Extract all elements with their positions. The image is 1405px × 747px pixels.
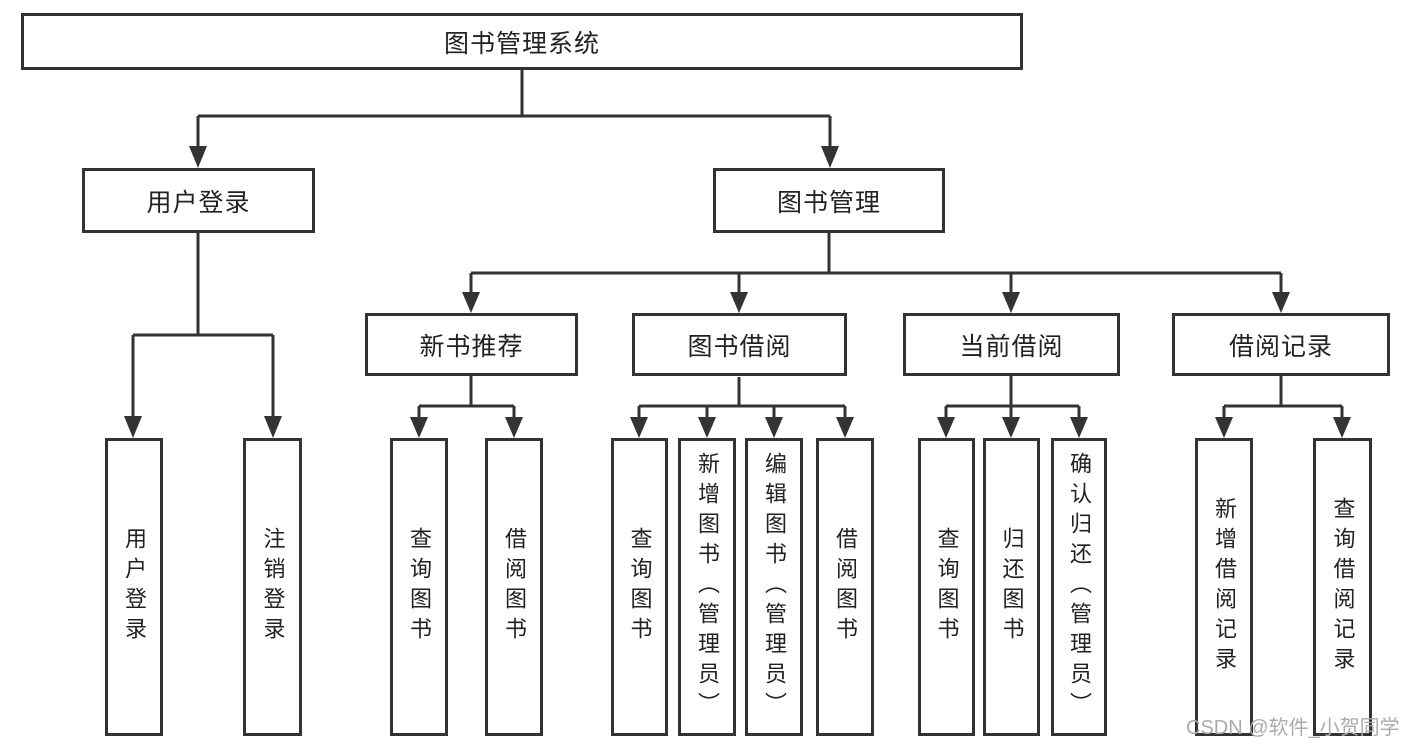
node-label: 注销登录	[260, 527, 286, 647]
node-label: 确认归还（管理员）	[1067, 452, 1092, 722]
arrowhead	[264, 416, 282, 438]
leaf-add-book-admin: 新增图书（管理员）	[678, 438, 736, 736]
node-label: 图书借阅	[687, 332, 792, 361]
connector-root-to-level2	[189, 69, 839, 168]
connector-new-book-rec-children	[410, 376, 523, 438]
node-label: 用户登录	[122, 527, 147, 647]
arrowhead	[189, 146, 207, 168]
leaf-query-books-rec: 查询图书	[390, 438, 448, 736]
arrowhead	[630, 417, 648, 438]
node-current-borrow: 当前借阅	[903, 313, 1120, 376]
connector-user-login-children	[124, 233, 282, 438]
node-book-mgmt: 图书管理	[713, 168, 945, 233]
node-label: 查询图书	[627, 527, 653, 647]
arrowhead	[1002, 417, 1020, 438]
node-borrow-records: 借阅记录	[1172, 313, 1390, 376]
arrowhead	[821, 146, 839, 168]
arrowhead	[765, 417, 783, 438]
arrowhead	[505, 417, 523, 438]
node-label: 编辑图书（管理员）	[762, 452, 787, 722]
arrowhead	[698, 417, 716, 438]
leaf-add-borrow-record: 新增借阅记录	[1195, 438, 1253, 736]
node-label: 新增借阅记录	[1212, 497, 1237, 677]
arrowhead	[124, 416, 142, 438]
node-label: 当前借阅	[959, 332, 1064, 361]
leaf-query-borrow-record: 查询借阅记录	[1313, 438, 1372, 736]
node-label: 查询图书	[934, 527, 960, 647]
leaf-edit-book-admin: 编辑图书（管理员）	[745, 438, 803, 736]
arrowhead	[1272, 292, 1290, 313]
node-root: 图书管理系统	[21, 13, 1023, 70]
node-new-book-rec: 新书推荐	[365, 313, 578, 376]
leaf-return-book: 归还图书	[983, 438, 1040, 736]
arrowhead	[410, 417, 428, 438]
arrowhead	[1002, 292, 1020, 313]
node-label: 查询图书	[407, 527, 432, 647]
node-label: 借阅记录	[1228, 332, 1333, 361]
node-user-login: 用户登录	[82, 168, 315, 233]
leaf-logout: 注销登录	[243, 438, 302, 736]
leaf-confirm-return-admin: 确认归还（管理员）	[1051, 438, 1107, 736]
node-label: 图书管理	[776, 188, 881, 217]
connector-book-mgmt-children	[462, 233, 1290, 313]
leaf-user-login: 用户登录	[105, 438, 163, 736]
connector-book-borrow-children	[630, 377, 854, 438]
arrowhead	[1215, 417, 1233, 438]
leaf-borrow-books: 借阅图书	[816, 438, 874, 736]
node-label: 新书推荐	[419, 332, 524, 361]
node-label: 借阅图书	[833, 527, 858, 647]
leaf-query-books-borrow: 查询图书	[611, 438, 668, 736]
arrowhead	[836, 417, 854, 438]
node-label: 借阅图书	[502, 527, 527, 647]
csdn-watermark: CSDN @软件_小贺同学	[1186, 717, 1400, 739]
node-book-borrow: 图书借阅	[632, 313, 847, 376]
arrowhead	[462, 292, 480, 313]
arrowhead	[937, 417, 955, 438]
node-label: 归还图书	[999, 527, 1025, 647]
node-label: 查询借阅记录	[1330, 497, 1356, 677]
node-label: 新增图书（管理员）	[695, 452, 720, 722]
node-label: 用户登录	[146, 188, 251, 217]
arrowhead	[1333, 417, 1351, 438]
arrowhead	[1070, 417, 1088, 438]
arrowhead	[730, 292, 748, 313]
leaf-borrow-books-rec: 借阅图书	[485, 438, 543, 736]
connector-borrow-records-children	[1215, 376, 1351, 438]
node-label: 图书管理系统	[443, 29, 600, 58]
leaf-query-books-current: 查询图书	[918, 438, 975, 736]
connector-current-borrow-children	[937, 376, 1088, 438]
